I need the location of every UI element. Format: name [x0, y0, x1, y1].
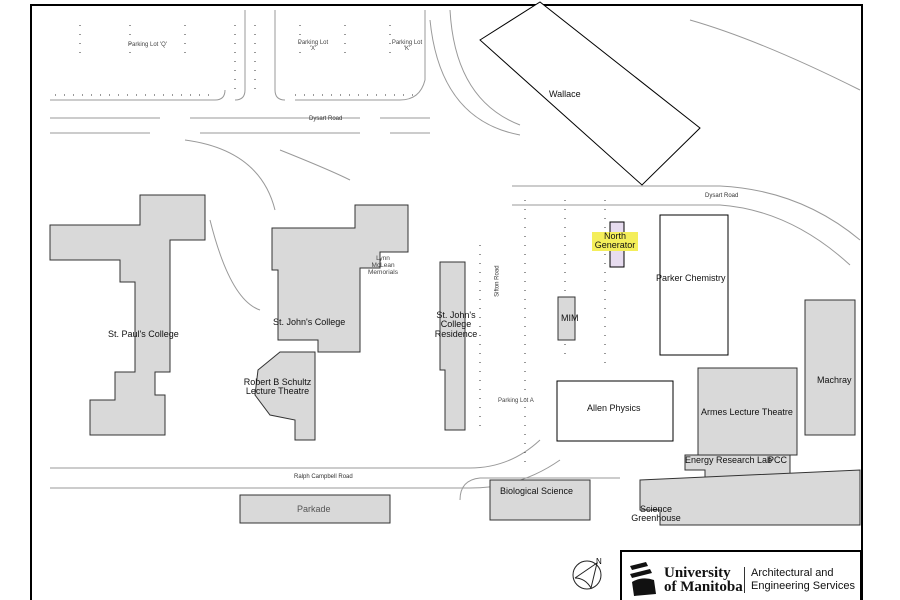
department-name: Architectural and Engineering Services [744, 567, 855, 593]
building-greenhouse [639, 469, 861, 526]
label-sifton-road: Sifton Road [494, 265, 501, 297]
university-name: University of Manitoba [664, 565, 743, 595]
building-biological-science [489, 479, 591, 521]
label-armes: Armes Lecture Theatre [701, 407, 793, 417]
parking-rows [55, 25, 606, 470]
label-mim: MIM [561, 313, 579, 323]
label-north-generator: North Generator [592, 231, 638, 251]
bison-crest-icon [630, 562, 656, 596]
label-machray: Machray [817, 375, 852, 385]
building-schultz [254, 351, 316, 441]
label-dysart-road-east: Dysart Road [705, 193, 739, 199]
label-dysart-road: Dysart Road [309, 116, 343, 122]
label-schultz: Robert B Schultz Lecture Theatre [243, 377, 312, 397]
label-st-johns: St. John's College [273, 317, 346, 327]
building-machray [804, 299, 856, 436]
label-parker-chemistry: Parker Chemistry [656, 273, 726, 283]
label-parking-lot-a: Parking Lot A [498, 398, 534, 404]
label-parkade: Parkade [297, 504, 331, 514]
label-ralph-campbell-road: Ralph Campbell Road [294, 474, 353, 480]
department-line2: Engineering Services [751, 580, 855, 592]
building-parkade [239, 494, 391, 524]
building-parker-chemistry [659, 214, 729, 356]
department-line1: Architectural and [751, 567, 834, 579]
map-frame [30, 4, 863, 600]
label-parking-lot-q: Parking Lot 'Q' [128, 42, 167, 48]
building-armes [697, 367, 798, 456]
building-st-johns [271, 204, 409, 353]
label-wallace: Wallace [549, 89, 581, 99]
north-arrow-icon [572, 560, 602, 590]
label-st-johns-residence: St. John's College Residence [434, 310, 478, 339]
label-greenhouse: Science Greenhouse [631, 504, 681, 524]
label-lynn-mclean: Lynn McLean Memorials [368, 255, 398, 276]
label-st-pauls: St. Paul's College [108, 329, 179, 339]
university-line2: of Manitoba [664, 579, 743, 595]
building-st-pauls [49, 194, 206, 436]
building-wallace [479, 1, 701, 186]
university-line1: University [664, 565, 731, 581]
north-label: N [596, 557, 602, 566]
label-pcc: PCC [768, 455, 788, 465]
label-energy-lab: Energy Research Lab [685, 455, 773, 465]
building-mim [557, 296, 576, 341]
label-parking-lot-x: Parking Lot 'X' [297, 40, 329, 53]
label-parking-lot-k: Parking Lot 'K' [391, 40, 423, 53]
university-logo: University of Manitoba Architectural and… [620, 550, 862, 600]
building-allen-physics [556, 380, 674, 442]
label-allen-physics: Allen Physics [587, 403, 641, 413]
building-st-johns-residence [439, 261, 466, 431]
label-biological-science: Biological Science [500, 486, 574, 496]
